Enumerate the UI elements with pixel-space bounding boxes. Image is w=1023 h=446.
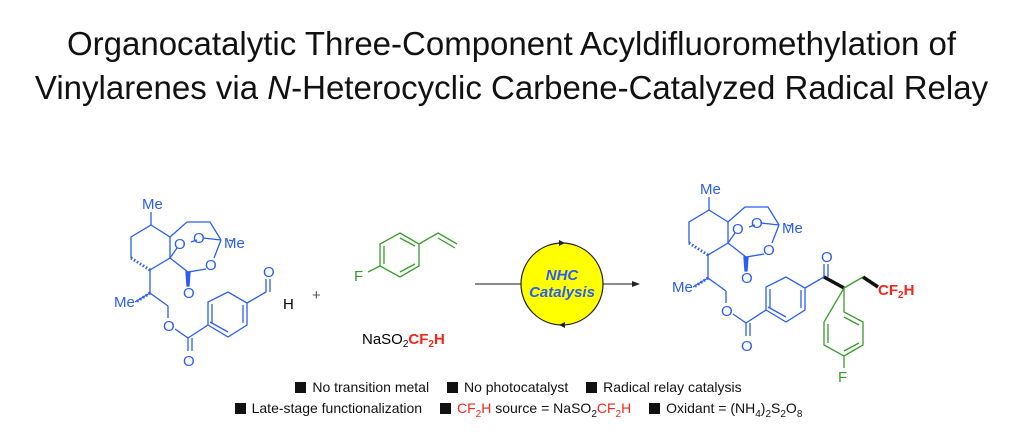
bullet-square-icon (234, 403, 246, 414)
oxygen-label: O (732, 221, 744, 238)
features-row-1: No transition metal No photocatalyst Rad… (0, 379, 1023, 395)
feature-no-transition-metal: No transition metal (312, 379, 430, 395)
oxygen-label: O (821, 249, 833, 266)
features-row-2: Late-stage functionalization CF2H source… (0, 400, 1023, 420)
title-text: Vinylarenes via (34, 69, 268, 106)
product-side-chain (823, 275, 879, 368)
nhc-catalysis-cycle: NHC Catalysis (520, 240, 604, 328)
title-line-1: Organocatalytic Three-Component Acyldifl… (66, 25, 957, 62)
feature-radical-relay: Radical relay catalysis (603, 379, 742, 395)
oxygen-label: O (721, 303, 733, 320)
feature-no-photocatalyst: No photocatalyst (463, 379, 569, 395)
product-labels: Me Me Me O O O O O O O (672, 181, 833, 355)
methyl-label: Me (700, 181, 721, 198)
oxygen-label: O (763, 242, 775, 259)
oxygen-label: O (205, 257, 217, 274)
oxygen-label: O (751, 215, 763, 232)
title-italic-n: N (267, 69, 292, 106)
methyl-label: Me (672, 279, 693, 296)
difluoromethyl-group: CF2H (878, 282, 914, 301)
oxygen-label: O (174, 236, 186, 253)
catalysis-label: Catalysis (529, 284, 595, 301)
fluorine-label: F (354, 268, 363, 285)
methyl-label: Me (114, 294, 135, 311)
catalysis-label: NHC (546, 267, 580, 284)
title: Organocatalytic Three-Component Acyldifl… (0, 22, 1023, 110)
artemisinin-substrate (130, 212, 271, 351)
fluorostyrene (367, 232, 458, 278)
bullet-square-icon (586, 382, 598, 393)
feature-cf2h-source: CF2H source = NaSO2CF2H (456, 400, 632, 420)
oxygen-label: O (741, 270, 753, 287)
hydrogen-label: H (283, 296, 294, 313)
title-text: -Heterocyclic Carbene-Catalyzed Radical … (291, 69, 989, 106)
bullet-square-icon (446, 382, 458, 393)
oxygen-label: O (741, 338, 753, 355)
feature-late-stage: Late-stage functionalization (251, 400, 423, 416)
oxygen-label: O (263, 264, 275, 281)
bullet-square-icon (649, 403, 661, 414)
bullet-square-icon (439, 403, 451, 414)
methyl-label: Me (224, 235, 245, 252)
oxygen-label: O (183, 353, 195, 370)
difluoromethyl-reagent: NaSO2CF2H (362, 331, 445, 350)
oxygen-label: O (163, 318, 175, 335)
plus-sign: + (312, 287, 321, 304)
methyl-label: Me (142, 196, 163, 213)
feature-oxidant: Oxidant = (NH4)2S2O8 (666, 400, 803, 420)
oxygen-label: O (193, 230, 205, 247)
bullet-square-icon (295, 382, 307, 393)
fluorine-label: F (838, 369, 847, 386)
methyl-label: Me (782, 220, 803, 237)
oxygen-label: O (183, 285, 195, 302)
title-line-2: Vinylarenes via N-Heterocyclic Carbene-C… (0, 66, 1023, 110)
substrate-labels: Me Me Me O O O O O O O H (114, 196, 294, 370)
